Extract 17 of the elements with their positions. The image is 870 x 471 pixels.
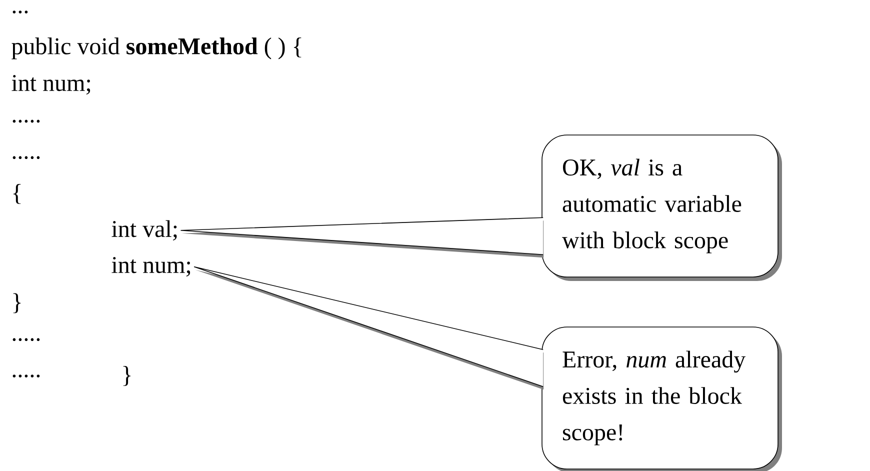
code-line: { [13,184,21,204]
code-line: ..... [12,120,40,123]
callout-pointer [180,217,544,258]
code-line: ..... [12,374,40,378]
code-line: } [13,293,21,314]
code-line: int num; [12,75,90,95]
code-line: } [123,366,131,386]
callout-box: OK, val is a automatic variable with block scope [542,134,782,281]
code-line: ..... [12,156,40,160]
code-line: int num; [112,257,190,277]
code-line: ... [12,10,28,14]
code-line: int val; [112,220,177,241]
callout-box: Error, num already exists in the block scope! [542,326,782,471]
node-label: Error, num already exists in the block scope! [562,350,746,446]
code-line: ..... [12,338,40,342]
callout-pointer [194,266,544,390]
code-line: public void someMethod ( ) { [12,38,302,60]
